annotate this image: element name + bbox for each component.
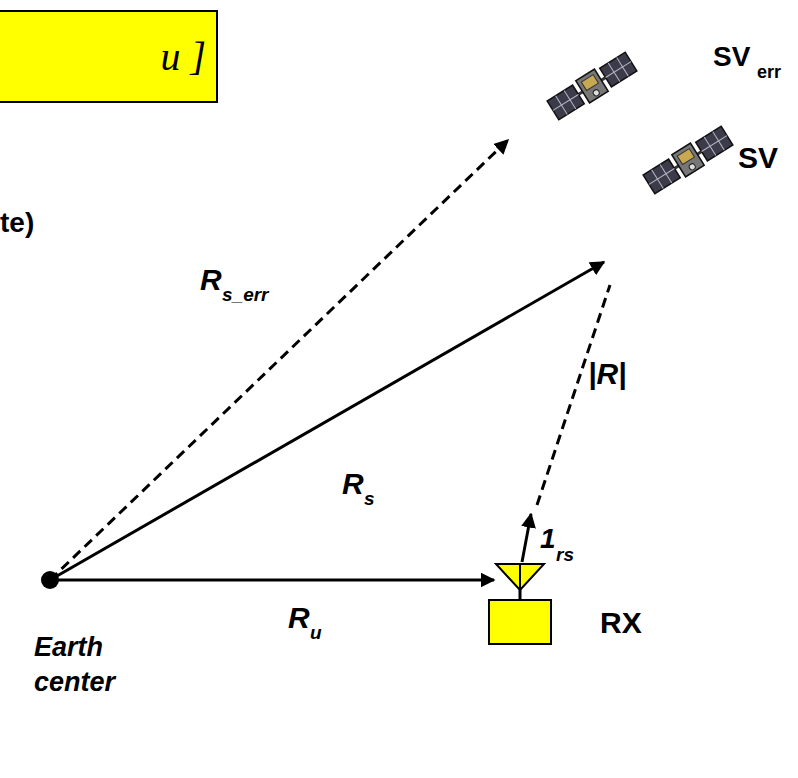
earth-center-dot xyxy=(41,571,59,589)
cut-text: te) xyxy=(0,206,34,240)
satellite-err xyxy=(546,51,638,122)
receiver-label: RX xyxy=(600,606,642,639)
satellite-name: SV xyxy=(738,140,778,176)
vector-subscript: u xyxy=(310,622,322,645)
satellite-name: SV xyxy=(713,40,750,74)
vector-name: R xyxy=(200,262,222,298)
range-label: |R| xyxy=(588,356,626,392)
error-position-vector xyxy=(50,140,508,580)
vector-name: R xyxy=(342,466,364,502)
user-position-vector xyxy=(50,579,494,582)
unit-vector xyxy=(522,514,531,562)
receiver-box: RX xyxy=(488,599,552,645)
satellite-position-vector xyxy=(50,262,604,580)
satellite xyxy=(642,125,734,196)
vector-subscript: s_err xyxy=(222,284,269,307)
unit-vector-name: 1 xyxy=(540,522,556,556)
formula-box: u ] xyxy=(0,10,218,103)
formula-text: u ] xyxy=(160,35,206,79)
vector-name: R xyxy=(288,600,310,636)
satellite-subscript: err xyxy=(757,62,781,84)
antenna-symbol xyxy=(496,564,544,590)
unit-vector-subscript: rs xyxy=(556,544,574,567)
origin-label: Earth center xyxy=(34,630,134,700)
vector-subscript: s xyxy=(364,488,375,511)
antenna-feed xyxy=(519,564,521,590)
range-line xyxy=(537,285,610,505)
